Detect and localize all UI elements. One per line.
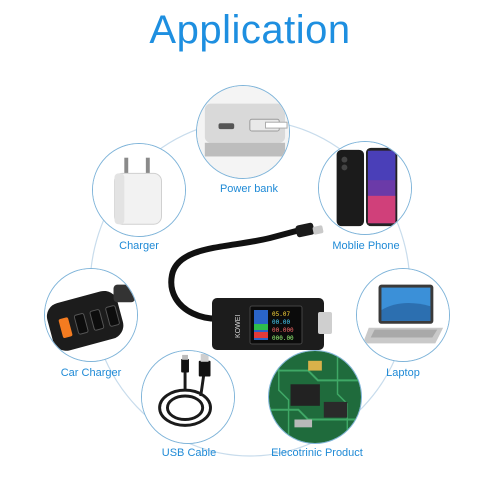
screen-line-1: 05.07 xyxy=(272,311,290,318)
phone-label: Moblie Phone xyxy=(332,240,400,252)
charger-node xyxy=(92,143,186,237)
power-bank-node xyxy=(196,85,290,179)
charger-icon xyxy=(93,144,185,236)
car-charger-node xyxy=(44,268,138,362)
power-bank-icon xyxy=(197,86,289,178)
phone-node xyxy=(318,141,412,235)
usb-cable-node xyxy=(141,350,235,444)
circuit-board-label: Elecotrinic Product xyxy=(271,447,363,459)
usb-c-connector-tip xyxy=(312,225,324,235)
usb-tester-device: 05.07 00.00 00.000 000.00 KOWEI xyxy=(150,220,350,370)
circuit-board-icon xyxy=(269,351,361,443)
usb-cable-icon xyxy=(142,351,234,443)
charger-label: Charger xyxy=(119,240,159,252)
device-brand: KOWEI xyxy=(235,315,242,338)
usb-cable-label: USB Cable xyxy=(161,447,217,459)
car-charger-icon xyxy=(45,269,137,361)
usb-c-connector-body xyxy=(295,222,315,238)
screen-line-3: 00.000 xyxy=(272,327,294,334)
screen-line-4: 000.00 xyxy=(272,335,294,342)
circuit-board-node xyxy=(268,350,362,444)
screen-line-2: 00.00 xyxy=(272,319,290,326)
laptop-label: Laptop xyxy=(386,367,420,379)
screen-bar-red xyxy=(254,332,268,338)
device-port xyxy=(318,312,332,334)
screen-bar-green xyxy=(254,324,268,330)
phone-icon xyxy=(319,142,411,234)
device-cable xyxy=(168,227,303,322)
page-title: Application xyxy=(149,8,351,52)
laptop-icon xyxy=(357,269,449,361)
power-bank-label: Power bank xyxy=(219,183,279,195)
car-charger-label: Car Charger xyxy=(60,367,122,379)
laptop-node xyxy=(356,268,450,362)
